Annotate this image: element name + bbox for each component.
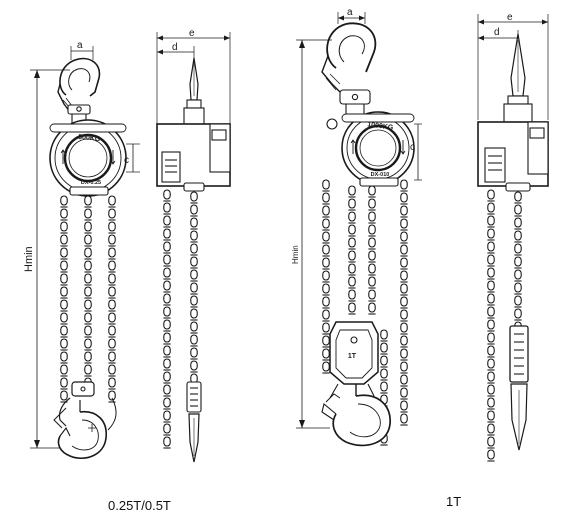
model-code-left: DX-0.25 (81, 180, 101, 186)
label-a-left: a (77, 40, 83, 51)
label-e-right: e (507, 12, 513, 23)
label-hmin-left: Hmin (23, 246, 35, 272)
bottom-hook-left (53, 381, 117, 460)
label-hmin-right: Hmin (291, 245, 300, 264)
hoist-right-side-view (477, 14, 549, 462)
label-d-right: d (494, 27, 500, 38)
dimension-labels: a e d Hmin a e d Hmin (23, 7, 513, 272)
caption-left: 0.25T/0.5T (108, 498, 171, 513)
dimension-a-right (337, 12, 366, 24)
dimension-hmin-right (296, 39, 332, 429)
hoist-body-right: 1000KG DX-010 c (341, 111, 422, 187)
caption-right: 1T (446, 494, 462, 509)
hoist-left-front-view: 500KG DX-0.25 c (30, 46, 140, 460)
chains-left (59, 195, 117, 403)
dimension-c-label-right: c (410, 142, 415, 153)
label-e-left: e (189, 28, 195, 39)
top-hook-right (321, 22, 377, 130)
bottom-hook-block-right: 1T (321, 321, 391, 447)
hoist-right-front-view: 1000KG DX-010 c 1T (296, 12, 422, 447)
capacity-plate-right: 1000KG (367, 121, 394, 132)
dimension-a (70, 46, 94, 60)
label-d-left: d (172, 42, 178, 53)
dimension-e-right (477, 14, 549, 120)
capacity-plate-left: 500KG (78, 134, 101, 143)
hook-block-label-right: 1T (348, 353, 357, 360)
label-a-right: a (347, 7, 353, 18)
hoist-left-side-view (156, 32, 231, 463)
model-code-right: DX-010 (371, 172, 390, 178)
hoist-body-left: 500KG DX-0.25 c (49, 119, 140, 197)
top-hook-left (57, 57, 101, 124)
dimension-c-label-left: c (124, 155, 129, 166)
dimension-e-left (156, 32, 231, 125)
dimension-d-left (157, 46, 195, 60)
